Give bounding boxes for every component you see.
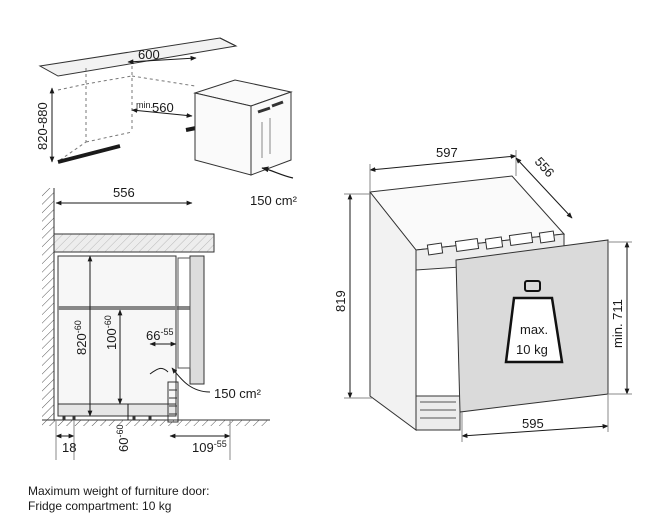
dim-height-right: min. 711 xyxy=(610,299,625,348)
caption-line-1: Maximum weight of furniture door: xyxy=(28,484,210,498)
side-section-view: 556 820-60 100-60 66-55 150 cm² 60-60 18… xyxy=(42,185,270,460)
dim-depth-top: 556 xyxy=(532,154,558,180)
caption-line-2: Fridge compartment: 10 kg xyxy=(28,499,172,513)
dim-side-60: 60-60 xyxy=(115,425,131,452)
dim-side-66: 66-55 xyxy=(146,327,173,343)
appliance-isometric-view: max. 10 kg 597 556 819 min. 711 595 xyxy=(333,145,632,442)
dim-niche-height: 820-880 xyxy=(35,102,50,150)
dim-side-100: 100-60 xyxy=(103,315,119,350)
niche-perspective-view: 600 min. 560 820-880 150 cm² xyxy=(35,37,298,208)
dim-side-depth: 556 xyxy=(113,185,135,200)
dim-bottom-109: 109-55 xyxy=(192,439,227,455)
weight-icon-line2: 10 kg xyxy=(516,342,548,357)
vent-area-top-label: 150 cm² xyxy=(250,193,298,208)
dim-niche-min-depth: 560 xyxy=(152,100,174,115)
dim-niche-min-prefix: min. xyxy=(136,100,153,110)
dim-side-height: 820-60 xyxy=(73,320,89,355)
dim-width-top: 597 xyxy=(436,145,458,160)
dim-width-bottom: 595 xyxy=(522,416,544,431)
dim-niche-depth: 600 xyxy=(138,47,160,62)
dim-bottom-18: 18 xyxy=(62,440,76,455)
weight-icon: max. 10 kg xyxy=(504,280,564,364)
vent-area-side-label: 150 cm² xyxy=(214,386,262,401)
dim-height-left: 819 xyxy=(333,290,348,312)
weight-icon-line1: max. xyxy=(520,322,548,337)
installation-diagram: 600 min. 560 820-880 150 cm² xyxy=(35,37,632,460)
